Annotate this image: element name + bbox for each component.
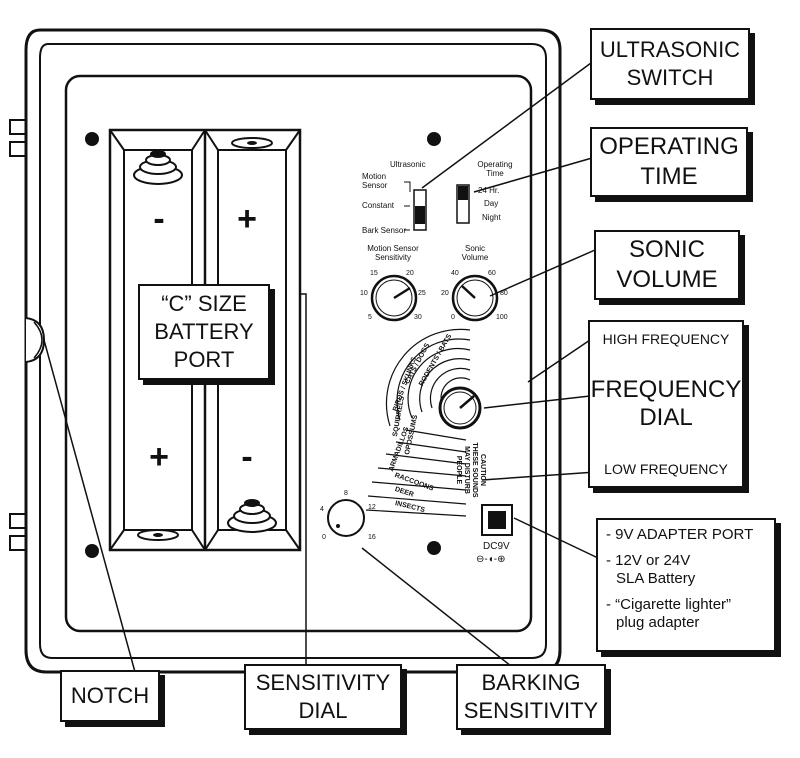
mode-bark-label: Bark Sensor xyxy=(362,226,407,235)
volume-scale-40: 40 xyxy=(451,270,459,277)
time-option-day: Day xyxy=(484,199,499,208)
battery-port-line2: BATTERY xyxy=(154,319,254,344)
caution-line3: MAY DISTURB xyxy=(463,446,470,494)
time-title: Operating Time xyxy=(470,160,520,178)
sonic-volume-line2: VOLUME xyxy=(616,266,718,293)
motion-knob-title: Motion Sensor Sensitivity xyxy=(358,244,428,262)
high-frequency-label: HIGH FREQUENCY xyxy=(602,331,730,347)
mode-constant-label: Constant xyxy=(362,201,395,210)
housing-inner-rim xyxy=(39,43,547,659)
mode-motion-line1: Motion xyxy=(362,172,387,181)
time-title-line1: Operating xyxy=(477,160,513,169)
motion-scale-15: 15 xyxy=(370,270,378,277)
volume-scale-80: 80 xyxy=(500,290,508,297)
mode-motion-line2: Sensor xyxy=(362,181,388,190)
volume-knob-title: Sonic Volume xyxy=(455,244,495,262)
battery-polarity-bottom-right: - xyxy=(241,438,253,476)
bark-scale-0: 0 xyxy=(322,534,326,541)
bark-scale-16: 16 xyxy=(368,534,376,541)
callout-battery-port: “C” SIZE BATTERY PORT xyxy=(138,284,270,380)
time-option-night: Night xyxy=(482,213,501,222)
sensitivity-dial-line1: SENSITIVITY xyxy=(255,670,391,695)
frequency-knob xyxy=(438,386,482,430)
ultrasonic-switch-line2: SWITCH xyxy=(626,65,714,90)
dc-port-polarity: ⊖-◖-⊕ xyxy=(476,554,506,565)
housing-tab-top xyxy=(9,119,26,157)
motion-knob-title-line1: Motion Sensor xyxy=(367,244,419,253)
motion-scale-30: 30 xyxy=(414,314,422,321)
barking-sensitivity-line2: SENSITIVITY xyxy=(463,698,599,723)
dc-port-label: DC9V xyxy=(483,541,510,552)
motion-scale-10: 10 xyxy=(360,290,368,297)
motion-scale-20: 20 xyxy=(406,270,414,277)
callout-ultrasonic-switch: ULTRASONIC SWITCH xyxy=(590,28,750,100)
caution-line1: CAUTION xyxy=(479,454,486,486)
bark-scale-4: 4 xyxy=(320,506,324,513)
sonic-volume-knob xyxy=(451,274,499,322)
battery-polarity-bottom-left: + xyxy=(149,438,169,476)
callout-notch: NOTCH xyxy=(60,670,160,722)
caution-line2: THESE SOUNDS xyxy=(471,442,478,498)
bark-scale-8: 8 xyxy=(344,490,348,497)
leader-lines xyxy=(43,59,599,673)
callout-barking-sensitivity: BARKING SENSITIVITY xyxy=(456,664,606,730)
operating-time-line2: TIME xyxy=(640,163,698,190)
time-option-24hr: 24 Hr. xyxy=(478,186,500,195)
power-option-adapter-port: - 9V ADAPTER PORT xyxy=(606,526,754,543)
volume-knob-title-line2: Volume xyxy=(461,253,489,262)
battery-polarity-top-left: - xyxy=(153,200,165,238)
operating-time-line1: OPERATING xyxy=(599,133,739,160)
frequency-dial-line1: FREQUENCY xyxy=(590,376,742,403)
battery-polarity-top-right: + xyxy=(237,200,257,238)
sonic-volume-line1: SONIC xyxy=(628,236,705,263)
barking-sensitivity-line1: BARKING xyxy=(481,670,581,695)
power-option-lighter-line2: plug adapter xyxy=(616,614,700,631)
callout-sensitivity-dial: SENSITIVITY DIAL xyxy=(244,664,402,730)
callout-operating-time: OPERATING TIME xyxy=(590,127,748,197)
motion-knob-title-line2: Sensitivity xyxy=(374,253,411,262)
housing-tab-bottom xyxy=(9,513,26,551)
bark-scale-12: 12 xyxy=(368,504,376,511)
volume-knob-title-line1: Sonic xyxy=(464,244,485,253)
battery-port-line1: “C” SIZE xyxy=(161,291,247,316)
volume-scale-100: 100 xyxy=(496,314,508,321)
screw xyxy=(85,132,99,146)
mode-motion-label: Motion Sensor xyxy=(362,172,387,190)
callout-frequency-group: HIGH FREQUENCY FREQUENCY DIAL LOW FREQUE… xyxy=(588,320,744,488)
screw xyxy=(85,544,99,558)
ultrasonic-switch-line1: ULTRASONIC xyxy=(599,37,741,62)
frequency-dial-label: FREQUENCY DIAL xyxy=(591,376,742,432)
spring-top-left xyxy=(133,150,183,185)
sensitivity-dial-line2: DIAL xyxy=(298,698,348,723)
screw xyxy=(427,132,441,146)
callout-power-options: - 9V ADAPTER PORT - 12V or 24V SLA Batte… xyxy=(596,518,776,652)
screw xyxy=(427,541,441,555)
power-option-lighter-line1: - “Cigarette lighter” xyxy=(606,596,732,613)
motion-scale-25: 25 xyxy=(418,290,426,297)
motion-sensitivity-knob xyxy=(370,274,418,322)
notch-label: NOTCH xyxy=(70,683,150,708)
battery-port-line3: PORT xyxy=(173,347,235,372)
frequency-bands xyxy=(365,328,471,517)
bark-sensitivity-knob xyxy=(327,499,365,537)
frequency-dial-line2: DIAL xyxy=(639,404,693,431)
time-switch xyxy=(456,184,470,224)
spring-bottom-right xyxy=(227,499,277,533)
low-frequency-label: LOW FREQUENCY xyxy=(604,461,728,477)
time-title-line2: Time xyxy=(486,169,504,178)
power-option-sla-line2: SLA Battery xyxy=(616,570,696,587)
power-option-sla-line1: - 12V or 24V xyxy=(606,552,691,569)
motion-scale-5: 5 xyxy=(368,314,372,321)
volume-scale-60: 60 xyxy=(488,270,496,277)
volume-scale-20: 20 xyxy=(441,290,449,297)
volume-scale-0: 0 xyxy=(451,314,455,321)
caution-line4: PEOPLE xyxy=(455,455,462,485)
mode-ultrasonic-label: Ultrasonic xyxy=(390,160,426,169)
caution-text: CAUTION THESE SOUNDS MAY DISTURB PEOPLE xyxy=(454,430,486,510)
mode-switch xyxy=(404,181,427,231)
callout-sonic-volume: SONIC VOLUME xyxy=(594,230,740,300)
